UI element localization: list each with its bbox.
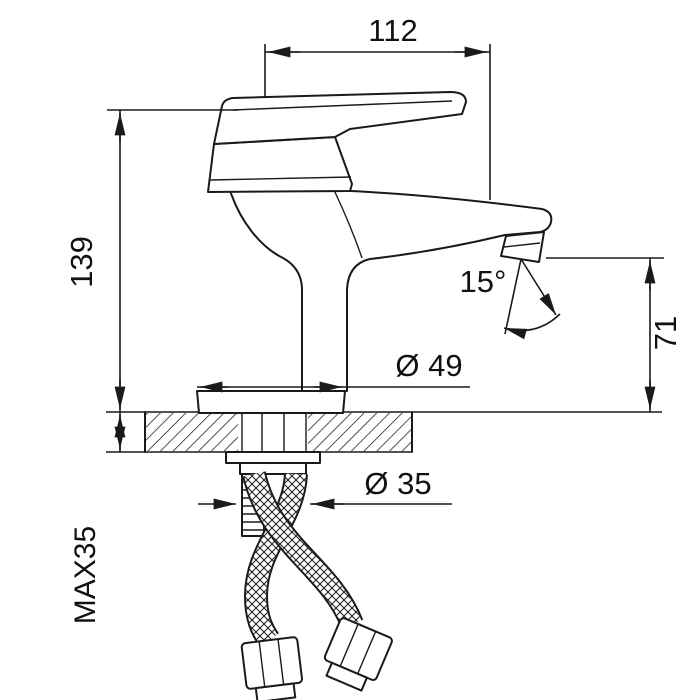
flex-hose-left (243, 472, 308, 647)
dimension-139: 139 (64, 109, 238, 412)
dim-label-112: 112 (368, 13, 417, 48)
dimension-dia35: Ø 35 (198, 466, 452, 510)
handle-base (207, 136, 353, 193)
lever-top-accent (232, 100, 453, 111)
dimension-112: 112 (264, 13, 491, 200)
hose-nut-right (323, 617, 393, 692)
base-flange (196, 390, 346, 414)
flex-hose-right (242, 470, 364, 629)
handle-base-seam (209, 176, 352, 181)
dim-label-139: 139 (64, 236, 99, 288)
dimension-dia49: Ø 49 (197, 348, 470, 393)
counter-deck (106, 411, 662, 453)
aerator-seam (503, 242, 541, 248)
body-spout-joint-line (333, 189, 363, 259)
dim-label-dia35: Ø 35 (364, 466, 431, 501)
dim-label-max35: MAX35 (69, 526, 102, 624)
dim-label-dia49: Ø 49 (395, 348, 462, 383)
faucet-body (196, 91, 553, 414)
lever-handle (213, 91, 467, 145)
dim-label-71: 71 (648, 316, 683, 350)
dimension-angle-15: 15° (460, 258, 561, 340)
deck-hatch-left (145, 413, 238, 451)
mounting-nut (239, 462, 307, 475)
mounting-washer (225, 451, 321, 464)
aerator (500, 231, 545, 263)
dim-label-angle: 15° (460, 264, 507, 299)
body-and-spout (229, 188, 553, 392)
deck-hatch-right (308, 413, 412, 451)
dimension-max35: MAX35 (69, 412, 126, 624)
dimension-71: 71 (546, 257, 683, 412)
hose-nut-left (240, 636, 304, 700)
